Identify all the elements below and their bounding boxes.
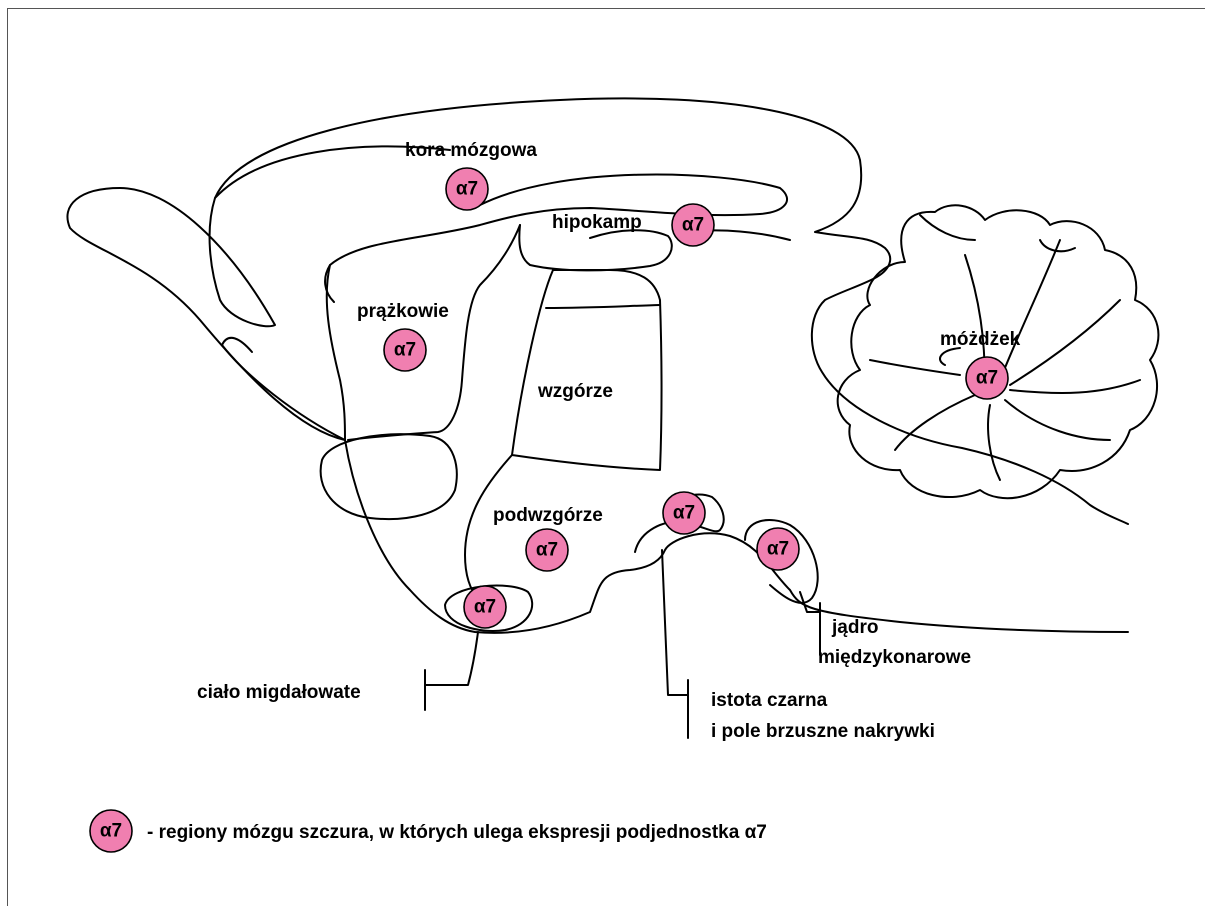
label-cortex: kora mózgowa xyxy=(405,140,537,161)
marker-text: α7 xyxy=(456,179,478,200)
ventral-outline xyxy=(345,440,1128,633)
striatum-outline xyxy=(348,225,520,440)
folia-9 xyxy=(940,348,960,365)
marker-text: α7 xyxy=(673,503,695,524)
legend: α7 - regiony mózgu szczura, w których ul… xyxy=(90,810,767,852)
hypothalamus-outline xyxy=(465,455,512,598)
marker-amygdala: α7 xyxy=(464,586,506,628)
folia-11 xyxy=(920,215,975,240)
label-interpeduncular-2: międzykonarowe xyxy=(818,647,971,668)
amygdala-leader xyxy=(425,632,478,685)
nigra-leader xyxy=(662,550,688,695)
marker-striatum: α7 xyxy=(384,329,426,371)
marker-text: α7 xyxy=(976,368,998,389)
label-thalamus: wzgórze xyxy=(537,381,613,402)
marker-hippocampus: α7 xyxy=(672,204,714,246)
folia-8 xyxy=(870,360,960,375)
folia-6 xyxy=(988,405,1000,480)
marker-hypothalamus: α7 xyxy=(526,529,568,571)
marker-text: α7 xyxy=(767,539,789,560)
marker-cerebellum: α7 xyxy=(966,357,1008,399)
legend-text: - regiony mózgu szczura, w których ulega… xyxy=(147,822,767,843)
marker-text: α7 xyxy=(536,540,558,561)
label-amygdala: ciało migdałowate xyxy=(197,682,361,703)
label-nigra-1: istota czarna xyxy=(711,690,828,711)
thalamus-line xyxy=(546,305,660,308)
label-interpeduncular-1: jądro xyxy=(831,617,878,638)
marker-text: α7 xyxy=(394,340,416,361)
folia-5 xyxy=(1005,400,1110,440)
marker-interpeduncular: α7 xyxy=(757,528,799,570)
label-cerebellum: móżdżek xyxy=(940,329,1021,350)
label-hypothalamus: podwzgórze xyxy=(493,505,603,526)
marker-cortex: α7 xyxy=(446,168,488,210)
olfactory-lobe xyxy=(222,345,345,440)
marker-text: α7 xyxy=(682,215,704,236)
striatum-left xyxy=(327,265,345,440)
brain-outline xyxy=(67,98,1128,524)
folia-4 xyxy=(1010,380,1140,393)
marker-substantia-nigra: α7 xyxy=(663,492,705,534)
striatal-oval xyxy=(321,434,457,519)
thalamus-outline xyxy=(512,270,662,470)
label-striatum: prążkowie xyxy=(357,301,449,322)
folia-2 xyxy=(1000,240,1060,380)
legend-marker-text: α7 xyxy=(100,821,122,842)
marker-text: α7 xyxy=(474,597,496,618)
label-hippocampus: hipokamp xyxy=(552,212,642,233)
folia-3 xyxy=(1010,300,1120,385)
label-nigra-2: i pole brzuszne nakrywki xyxy=(711,721,935,742)
callosum xyxy=(325,175,787,302)
